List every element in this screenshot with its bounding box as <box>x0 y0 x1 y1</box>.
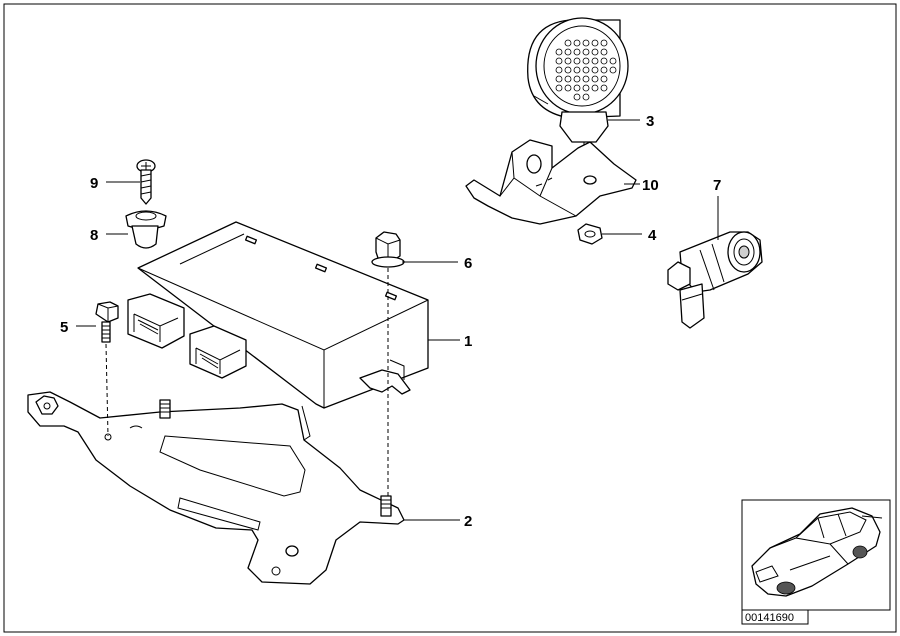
grille-hole <box>564 39 572 47</box>
grille-hole <box>582 57 590 65</box>
assembly-lines <box>105 268 389 496</box>
grille-hole <box>555 84 563 92</box>
grille-hole <box>555 57 563 65</box>
grille-hole <box>573 39 581 47</box>
grille-hole <box>573 84 581 92</box>
grille-hole <box>555 48 563 56</box>
screw-5 <box>95 301 119 343</box>
callout-4: 4 <box>648 227 657 244</box>
buzzer-grille <box>555 39 617 101</box>
grille-hole <box>573 75 581 83</box>
grille-hole <box>591 84 599 92</box>
diagram-border <box>3 3 897 633</box>
grille-hole <box>573 57 581 65</box>
grille-hole <box>582 39 590 47</box>
grille-hole <box>564 75 572 83</box>
grille-hole <box>555 75 563 83</box>
callout-6: 6 <box>464 255 472 272</box>
grille-hole <box>582 75 590 83</box>
leader-lines <box>76 119 719 521</box>
grille-hole <box>600 75 608 83</box>
screw-9 <box>136 159 156 205</box>
grille-hole <box>582 93 590 101</box>
buzzer-3 <box>527 17 629 150</box>
grille-hole <box>564 84 572 92</box>
nut-4 <box>577 223 603 245</box>
mounting-bracket <box>27 391 405 585</box>
grille-hole <box>609 57 617 65</box>
grille-hole <box>591 66 599 74</box>
callout-5: 5 <box>60 319 68 336</box>
grille-hole <box>573 48 581 56</box>
control-unit <box>127 221 429 409</box>
grommet-8 <box>125 210 167 249</box>
grille-hole <box>582 66 590 74</box>
grille-hole <box>564 48 572 56</box>
grille-hole <box>591 39 599 47</box>
grille-hole <box>600 48 608 56</box>
grille-hole <box>582 84 590 92</box>
nut-6 <box>371 231 405 268</box>
grille-hole <box>555 66 563 74</box>
grille-hole <box>573 93 581 101</box>
callout-8: 8 <box>90 227 98 244</box>
grille-hole <box>609 66 617 74</box>
grille-hole <box>591 75 599 83</box>
callout-9: 9 <box>90 175 98 192</box>
grille-hole <box>564 66 572 74</box>
grille-hole <box>582 48 590 56</box>
callout-7: 7 <box>713 177 721 194</box>
callout-2: 2 <box>464 513 472 530</box>
callout-3: 3 <box>646 113 654 130</box>
car-illustration <box>751 507 883 597</box>
grille-hole <box>591 57 599 65</box>
grille-hole <box>600 84 608 92</box>
grille-hole <box>600 66 608 74</box>
callout-1: 1 <box>464 333 472 350</box>
reference-number-box <box>741 609 809 625</box>
sensor-7 <box>667 231 763 329</box>
grille-hole <box>600 57 608 65</box>
grille-hole <box>591 48 599 56</box>
callouts: 1 2 3 4 5 6 7 8 9 10 <box>60 113 721 530</box>
grille-hole <box>564 57 572 65</box>
reference-number: 00141690 <box>745 612 794 624</box>
grille-hole <box>600 39 608 47</box>
vehicle-thumbnail: 00141690 <box>741 499 891 625</box>
grille-hole <box>573 66 581 74</box>
callout-10: 10 <box>642 177 659 194</box>
buzzer-bracket-10 <box>465 139 637 225</box>
